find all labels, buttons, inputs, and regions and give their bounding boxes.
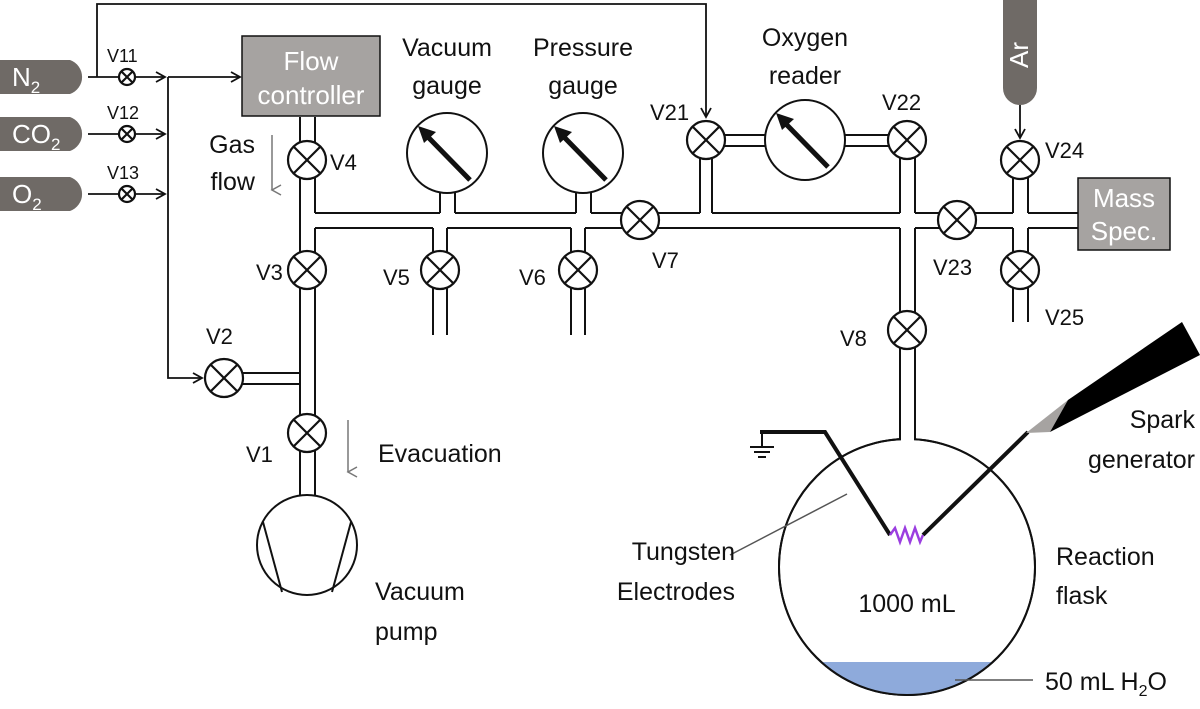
tungsten-electrodes [760,430,1030,537]
valve-v25[interactable] [999,249,1041,291]
label-v5: V5 [383,265,410,290]
svg-text:Mass: Mass [1093,183,1155,213]
label-flask-volume: 1000 mL [858,590,955,618]
label-pressure-gauge-2: gauge [548,72,618,100]
valve-v22[interactable] [886,119,928,161]
water-fill [779,662,1035,695]
label-v2: V2 [206,324,233,349]
valve-v3[interactable] [286,249,328,291]
valve-v11[interactable] [117,67,137,87]
svg-text:N2: N2 [12,62,40,97]
label-oxygen-reader-2: reader [769,62,841,90]
label-oxygen-reader-1: Oxygen [762,24,848,52]
ar-cylinder: Ar [1003,0,1037,140]
valve-v13[interactable] [117,184,137,204]
label-vacuum-pump-1: Vacuum [375,578,465,606]
label-spark-2: generator [1088,446,1195,474]
label-v7: V7 [652,248,679,273]
label-v25: V25 [1045,305,1084,330]
valve-v7[interactable] [619,199,661,241]
label-v13: V13 [107,163,139,183]
label-flask-1: Reaction [1056,543,1155,571]
reaction-flask [778,436,1036,696]
pressure-gauge [542,112,624,194]
vacuum-pump [256,494,358,596]
label-v23: V23 [933,255,972,280]
ground-icon [750,432,774,458]
svg-text:Spec.: Spec. [1091,216,1158,246]
label-vacuum-gauge-2: gauge [412,72,482,100]
flow-controller[interactable]: Flow controller [241,35,381,117]
valve-v12[interactable] [117,124,137,144]
valve-v2[interactable] [203,357,245,399]
valve-v5[interactable] [419,249,461,291]
valve-v21[interactable] [685,119,727,161]
label-vacuum-pump-2: pump [375,618,438,646]
label-tungsten-2: Electrodes [617,578,735,606]
label-gas-flow-1: Gas [209,131,255,159]
label-flask-2: flask [1056,582,1108,610]
label-v6: V6 [519,265,546,290]
mass-spectrometer[interactable]: Mass Spec. [1077,177,1171,251]
valve-v4[interactable] [286,139,328,181]
svg-text:Ar: Ar [1004,42,1034,68]
svg-text:Flow: Flow [284,46,339,76]
label-v21: V21 [650,100,689,125]
vacuum-gauge [406,112,488,194]
label-tungsten-1: Tungsten [632,538,735,566]
co2-cylinder: CO2 [0,117,83,154]
label-v24: V24 [1045,138,1084,163]
valve-v24[interactable] [999,139,1041,181]
valve-v23[interactable] [936,199,978,241]
label-v11: V11 [107,46,138,66]
valve-v8[interactable] [886,309,928,351]
label-v4: V4 [330,150,357,175]
label-v12: V12 [107,103,139,123]
spark-filament [888,524,925,546]
svg-text:O2: O2 [12,179,42,214]
label-pressure-gauge-1: Pressure [533,34,633,62]
svg-text:CO2: CO2 [12,119,60,154]
label-gas-flow-2: flow [211,168,256,196]
valve-v6[interactable] [557,249,599,291]
label-spark-1: Spark [1130,406,1196,434]
o2-cylinder: O2 [0,177,83,214]
oxygen-reader [764,99,846,181]
label-evacuation: Evacuation [378,440,502,468]
electrode-leader-line [729,493,848,556]
valve-v1[interactable] [286,412,328,454]
spark-generator [1026,322,1200,433]
label-water: 50 mL H2O [1045,668,1167,700]
label-vacuum-gauge-1: Vacuum [402,34,492,62]
label-v3: V3 [256,260,283,285]
label-v8: V8 [840,326,867,351]
label-v1: V1 [246,442,273,467]
svg-text:controller: controller [258,80,365,110]
label-v22: V22 [882,90,921,115]
n2-cylinder: N2 [0,60,83,97]
